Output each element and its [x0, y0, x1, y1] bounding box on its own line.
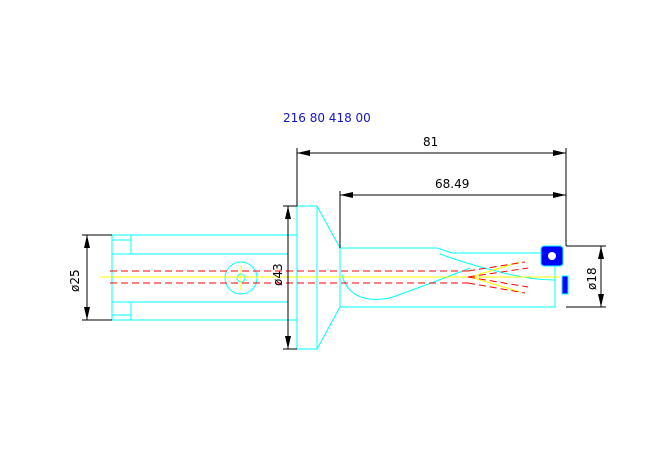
flute-curve-1 [341, 267, 471, 300]
dim-text-68: 68.49 [435, 177, 469, 191]
dim-flange-diameter: ø43 [271, 205, 297, 350]
flute-curve-2 [439, 253, 556, 281]
coolant-branch-2 [467, 282, 526, 294]
insert-top-screw [548, 252, 556, 260]
cone-top [316, 205, 341, 249]
dim-text-25: ø25 [68, 269, 82, 292]
dim-text-81: 81 [423, 135, 438, 149]
dim-shank-diameter: ø25 [68, 234, 112, 321]
dim-text-18: ø18 [585, 267, 599, 290]
coolant-branch-3 [467, 267, 529, 278]
arrow-18-bottom [598, 294, 604, 307]
arrow-25-bottom [84, 307, 90, 320]
axis-branch-down [469, 276, 521, 293]
coolant-branch-4 [467, 276, 529, 288]
arrow-68-right [553, 192, 566, 198]
inserts [540, 245, 569, 295]
dim-overall-length: 81 [296, 135, 567, 246]
part-number: 216 80 418 00 [283, 111, 371, 125]
arrow-43-bottom [285, 336, 291, 349]
cone-bottom [316, 306, 341, 350]
arrow-43-top [285, 206, 291, 219]
arrow-25-top [84, 235, 90, 248]
coolant-branch-1 [467, 261, 526, 272]
arrow-18-top [598, 246, 604, 259]
dim-body-length: 68.49 [339, 177, 566, 248]
coolant-channels [110, 261, 529, 294]
clamp-flat-circle [224, 261, 258, 295]
arrow-68-left [340, 192, 353, 198]
dim-drill-diameter: ø18 [566, 245, 606, 308]
dim-text-43: ø43 [271, 263, 285, 286]
insert-bottom [561, 275, 569, 295]
arrow-81-right [553, 150, 566, 156]
arrow-81-left [297, 150, 310, 156]
